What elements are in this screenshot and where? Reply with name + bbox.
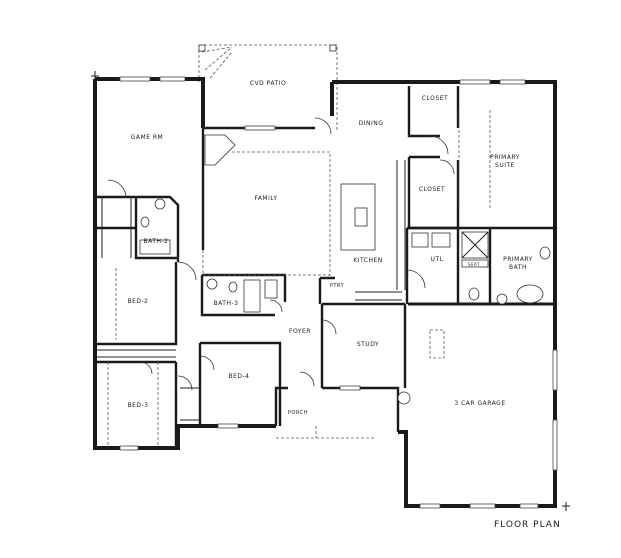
room-label-garage: 3 CAR GARAGE: [454, 400, 506, 407]
room-label-closet-1: CLOSET: [421, 95, 449, 102]
room-label-bath-2: BATH-2: [143, 238, 169, 245]
room-label-bed-3: BED-3: [127, 402, 149, 409]
room-label-cvd-patio: CVD PATIO: [249, 80, 287, 87]
room-label-utl: UTL: [430, 256, 444, 263]
room-label-bath-3: BATH-3: [213, 300, 239, 307]
windows: [119, 76, 558, 509]
room-label-dining: DINING: [358, 120, 384, 127]
room-label-family: FAMILY: [254, 195, 278, 202]
room-label-closet-2: CLOSET: [418, 186, 446, 193]
room-label-ptry: PTRY: [329, 283, 345, 289]
room-label-primary-suite: PRIMARY SUITE: [490, 154, 520, 169]
covered-patio: [198, 44, 338, 130]
room-label-study: STUDY: [356, 341, 380, 348]
room-label-bed-2: BED-2: [127, 298, 149, 305]
room-label-seat: SEAT: [468, 262, 480, 267]
room-label-foyer: FOYER: [289, 328, 311, 335]
exterior-walls: [93, 77, 557, 508]
interior-walls: [96, 86, 555, 448]
room-label-porch: PORCH: [288, 410, 308, 416]
room-label-bed-4: BED-4: [228, 373, 250, 380]
room-label-kitchen: KITCHEN: [353, 257, 383, 264]
door-swings: [107, 117, 455, 391]
room-label-game-rm: GAME RM: [130, 134, 164, 141]
room-label-primary-bath: PRIMARY BATH: [503, 256, 533, 271]
plan-title: FLOOR PLAN: [494, 520, 561, 530]
